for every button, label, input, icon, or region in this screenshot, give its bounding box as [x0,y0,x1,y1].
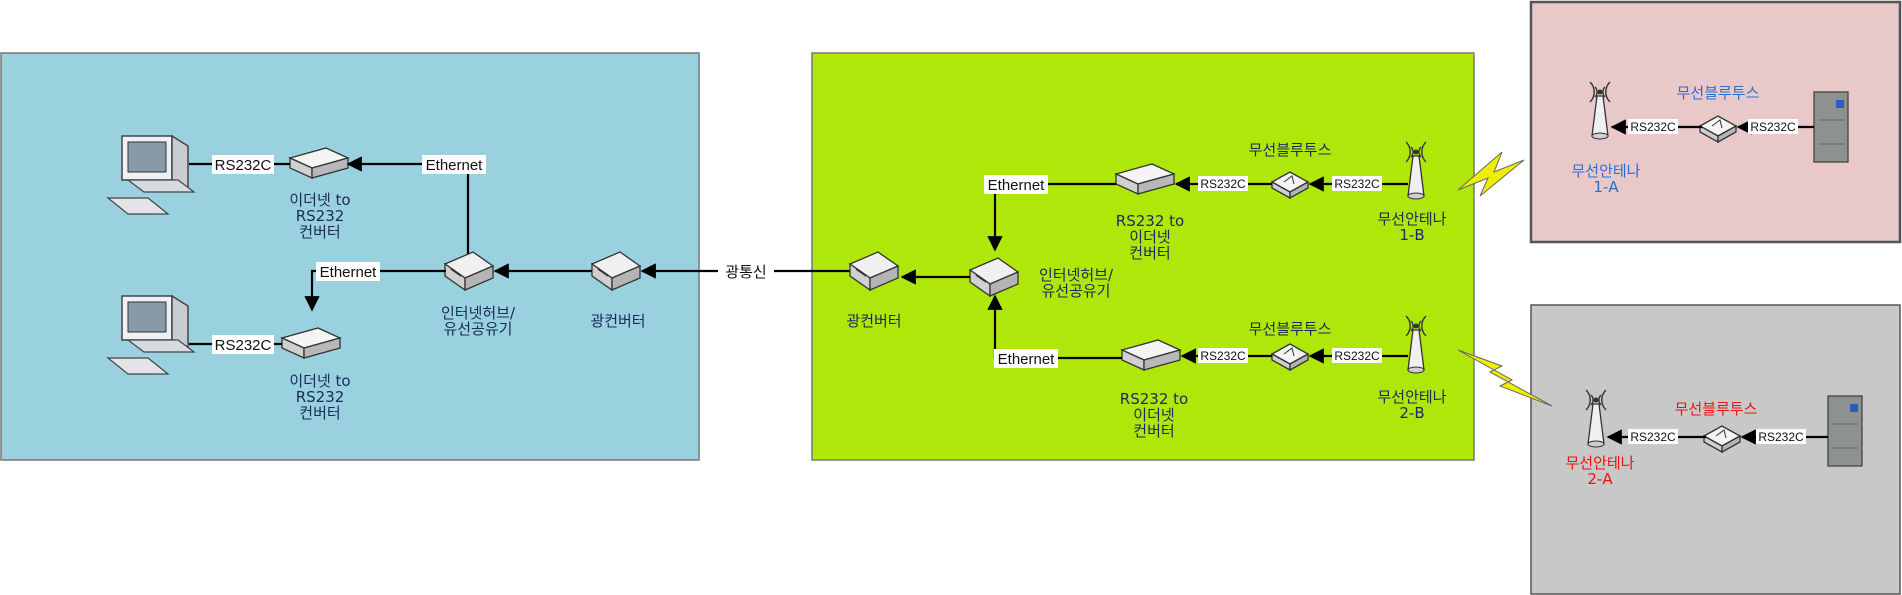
ethernet-label-left-top: Ethernet [426,157,484,174]
optical-middle-caption: 광컨버터 [846,312,901,330]
ethernet-label-left-bottom: Ethernet [320,264,378,281]
bluetooth-middle-bottom-caption: 무선블루투스 [1249,320,1332,338]
ethernet-label-middle-top: Ethernet [988,177,1046,194]
rs232-label-left-bottom: RS232C [215,337,272,354]
rs232-label-2a-right: RS232C [1758,430,1804,444]
equipment-cabinet-1a-icon [1813,91,1849,163]
equipment-cabinet-2a-icon [1827,395,1863,467]
optical-left-caption: 광컨버터 [590,312,645,330]
hub-middle-caption: 인터넷허브/유선공유기 [1039,266,1114,300]
panel-relay-station [811,52,1475,461]
rs232-label-middle-4: RS232C [1334,349,1380,363]
rs232-label-1a-left: RS232C [1630,120,1676,134]
bluetooth-middle-top-caption: 무선블루투스 [1249,141,1332,159]
wireless-link-bolt-1 [1457,151,1525,197]
wireless-link-bolt-2 [1457,349,1553,407]
ethernet-label-middle-bottom: Ethernet [998,351,1056,368]
rs232-label-2a-left: RS232C [1630,430,1676,444]
rs232-label-middle-1: RS232C [1200,177,1246,191]
hub-left-caption: 인터넷허브/유선공유기 [441,304,516,338]
rs232-label-middle-3: RS232C [1200,349,1246,363]
bluetooth-1a-caption: 무선블루투스 [1677,84,1760,102]
rs232-label-1a-right: RS232C [1750,120,1796,134]
panel-control-room [0,52,700,461]
rs232-label-middle-2: RS232C [1334,177,1380,191]
bluetooth-2a-caption: 무선블루투스 [1675,400,1758,418]
rs232-label-left-top: RS232C [215,157,272,174]
optical-link-label: 광통신 [725,264,766,281]
